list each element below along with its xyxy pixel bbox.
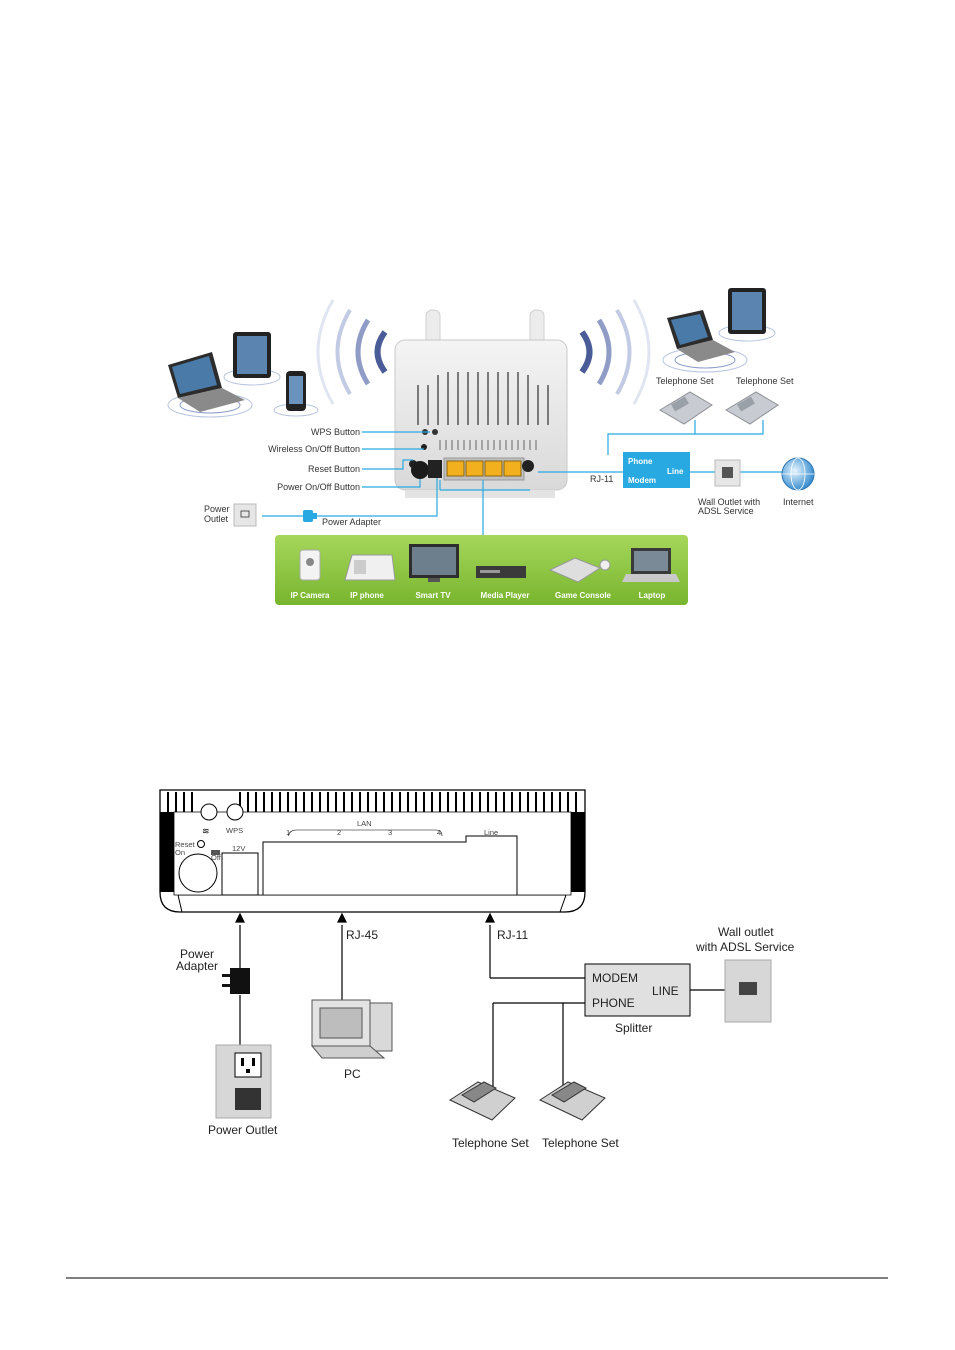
telephone-set-1-icon bbox=[659, 391, 713, 425]
game-console-icon bbox=[548, 557, 611, 583]
laptop-right-icon bbox=[662, 310, 748, 373]
port-4-label: 4 bbox=[437, 828, 441, 837]
power-outlet-label-1: Power bbox=[204, 504, 230, 514]
reset-panel-label: Reset bbox=[175, 840, 196, 849]
router-illustration bbox=[394, 339, 568, 498]
tablet-left-icon bbox=[223, 332, 281, 386]
power-adapter-icon bbox=[222, 968, 250, 994]
smart-tv-icon bbox=[409, 544, 459, 582]
power-adapter-label-2: Adapter bbox=[176, 959, 218, 973]
telephone-set-1-label: Telephone Set bbox=[656, 376, 714, 386]
telephone-set-2-label-2: Telephone Set bbox=[542, 1136, 619, 1150]
splitter-modem-label: Modem bbox=[628, 476, 656, 485]
rj11-label: RJ-11 bbox=[590, 474, 613, 484]
lan-device-label-0: IP Camera bbox=[291, 591, 331, 600]
splitter-line-label-2: LINE bbox=[652, 984, 679, 998]
telephone-set-1-icon-2 bbox=[448, 1081, 516, 1121]
connection-lines bbox=[235, 912, 725, 1088]
lan-device-label-4: Game Console bbox=[555, 591, 612, 600]
power-outlet-label: Power Outlet bbox=[208, 1123, 278, 1137]
illustrated-diagram: WPS Button Wireless On/Off Button Reset … bbox=[167, 288, 815, 605]
lan-devices-panel: IP Camera IP phone Smart TV Media Player… bbox=[275, 535, 688, 605]
laptop-icon bbox=[622, 548, 680, 582]
wps-button-label: WPS Button bbox=[311, 427, 360, 437]
laptop-left-icon bbox=[167, 352, 253, 418]
lan-device-label-2: Smart TV bbox=[415, 591, 451, 600]
ip-camera-icon bbox=[299, 549, 321, 581]
wps-panel-label: WPS bbox=[226, 826, 243, 835]
splitter-line-label: Line bbox=[667, 467, 684, 476]
line-panel-label: Line bbox=[484, 828, 498, 837]
power-adapter-label: Power Adapter bbox=[322, 517, 381, 527]
lan-device-label-1: IP phone bbox=[350, 591, 384, 600]
reset-button-label: Reset Button bbox=[308, 464, 360, 474]
wall-outlet-label-1: Wall Outlet with bbox=[698, 497, 760, 507]
lan-device-label-5: Laptop bbox=[639, 591, 666, 600]
internet-label: Internet bbox=[783, 497, 814, 507]
callout-lines bbox=[262, 420, 785, 535]
power-outlet-icon bbox=[215, 1044, 272, 1119]
telephone-set-2-icon bbox=[725, 391, 779, 425]
power-adapter-icon bbox=[303, 510, 317, 522]
ip-phone-icon bbox=[344, 554, 396, 581]
telephone-set-2-icon-2 bbox=[538, 1081, 606, 1121]
lan-panel-label: LAN bbox=[357, 819, 372, 828]
port-2-label: 2 bbox=[337, 828, 341, 837]
pc-label: PC bbox=[344, 1067, 361, 1081]
phone-left-icon bbox=[273, 371, 319, 417]
voltage-label: 12V bbox=[232, 844, 245, 853]
wall-outlet-label-2: ADSL Service bbox=[698, 506, 754, 516]
media-player-icon bbox=[476, 566, 526, 578]
globe-icon bbox=[781, 457, 815, 491]
power-outlet-label-2: Outlet bbox=[204, 514, 229, 524]
power-outlet-icon bbox=[233, 503, 257, 527]
telephone-set-1-label-2: Telephone Set bbox=[452, 1136, 529, 1150]
rj45-label: RJ-45 bbox=[346, 928, 378, 942]
port-1-label: 1 bbox=[286, 828, 290, 837]
lan-device-label-3: Media Player bbox=[481, 591, 530, 600]
wall-outlet-label-1b: Wall outlet bbox=[718, 925, 774, 939]
wall-outlet-icon bbox=[714, 459, 741, 487]
power-button-label: Power On/Off Button bbox=[277, 482, 360, 492]
off-panel-label: Off bbox=[211, 853, 222, 862]
router-rear-panel: ≋ WPS Reset On Off 12V LAN 1 2 3 4 Line bbox=[159, 789, 586, 913]
tablet-right-icon bbox=[718, 288, 776, 342]
rj11-label-2: RJ-11 bbox=[497, 928, 528, 942]
wall-outlet-icon-2 bbox=[724, 959, 772, 1023]
splitter-phone-label-2: PHONE bbox=[592, 996, 635, 1010]
port-3-label: 3 bbox=[388, 828, 392, 837]
power-adapter-label-1: Power bbox=[180, 947, 214, 961]
telephone-set-2-label: Telephone Set bbox=[736, 376, 794, 386]
schematic-diagram: ≋ WPS Reset On Off 12V LAN 1 2 3 4 Line bbox=[159, 789, 795, 1150]
wifi-icon: ≋ bbox=[202, 827, 210, 837]
wifi-waves-right-icon bbox=[579, 299, 651, 405]
wireless-button-label: Wireless On/Off Button bbox=[268, 444, 360, 454]
splitter-box-2: MODEM PHONE LINE bbox=[584, 963, 691, 1017]
splitter-phone-label: Phone bbox=[628, 457, 653, 466]
splitter-modem-label-2: MODEM bbox=[592, 971, 638, 985]
wall-outlet-label-2b: with ADSL Service bbox=[695, 940, 795, 954]
wifi-waves-left-icon bbox=[316, 299, 388, 405]
splitter-caption: Splitter bbox=[615, 1021, 652, 1035]
pc-icon bbox=[310, 999, 393, 1059]
splitter-box: Phone Modem Line bbox=[623, 452, 690, 488]
on-panel-label: On bbox=[175, 848, 185, 857]
